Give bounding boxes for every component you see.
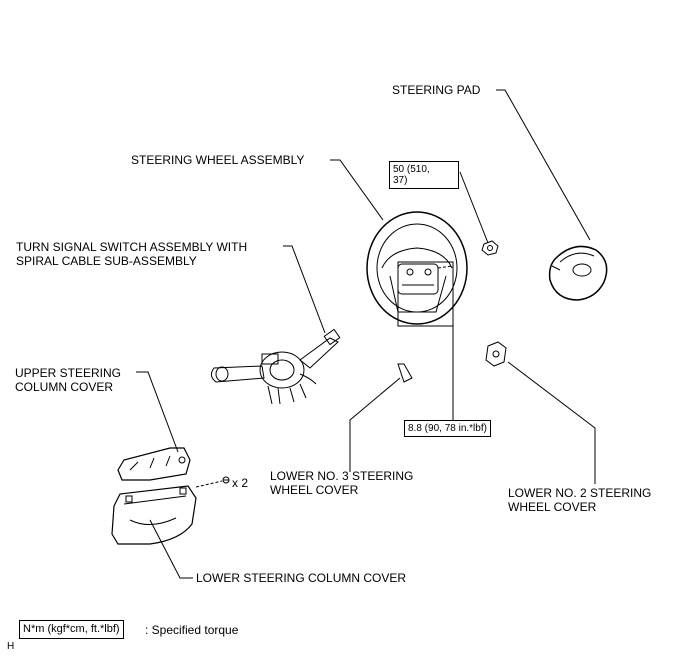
leader-turn-signal (283, 245, 326, 334)
leader-lower-no3 (349, 377, 401, 472)
label-screw-quantity: x 2 (232, 476, 249, 490)
leader-nut-torque (459, 171, 489, 244)
leader-lower-no2 (507, 361, 596, 484)
legend-torque-box: N*m (kgf*cm, ft.*lbf) (19, 620, 124, 639)
upper-column-cover-drawing (117, 447, 191, 481)
label-lower-column-cover: LOWER STEERING COLUMN COVER (196, 571, 407, 585)
screw-callout-box (397, 261, 454, 327)
label-steering-pad: STEERING PAD (392, 83, 481, 97)
label-lower-no2-cover: LOWER NO. 2 STEERING WHEEL COVER (508, 486, 652, 514)
lower-no3-cover-drawing (397, 363, 413, 383)
steering-wheel-drawing (366, 211, 468, 327)
legend-torque-text: : Specified torque (145, 623, 239, 637)
label-upper-column-cover: UPPER STEERING COLUMN COVER (15, 366, 122, 394)
torque-screw-box: 8.8 (90, 78 in.*lbf) (404, 420, 491, 437)
leader-screw-x2 (195, 480, 223, 488)
label-turn-signal-switch: TURN SIGNAL SWITCH ASSEMBLY WITH SPIRAL … (16, 240, 248, 268)
leader-steering-wheel (330, 159, 384, 221)
torque-nut-box: 50 (510, 37) (389, 161, 459, 189)
turn-signal-switch-drawing (210, 328, 341, 405)
nut-drawing (481, 240, 499, 256)
lower-column-cover-drawing (111, 485, 197, 545)
lower-no2-cover-drawing (485, 341, 507, 367)
label-lower-no3-cover: LOWER NO. 3 STEERING WHEEL COVER (270, 469, 414, 497)
leader-lower-column (149, 519, 193, 579)
screw-drawing (222, 476, 230, 484)
corner-mark: H (7, 641, 15, 652)
leader-lines (136, 89, 596, 579)
leader-upper-cover (136, 371, 179, 453)
leader-steering-pad (496, 89, 591, 241)
label-steering-wheel-assembly: STEERING WHEEL ASSEMBLY (131, 153, 305, 167)
steering-pad-drawing (548, 245, 608, 301)
